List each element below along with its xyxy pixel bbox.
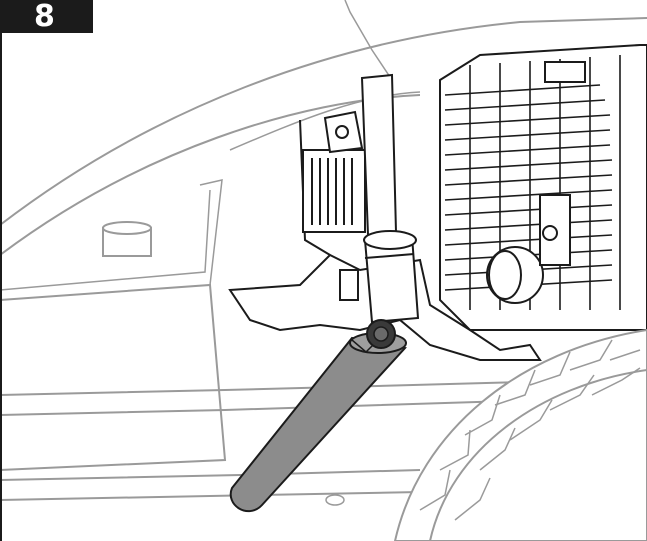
frame-rail-top — [0, 379, 601, 396]
step-number-badge: 8 — [0, 0, 93, 33]
frame-rail-mid — [0, 399, 541, 416]
hood-crease — [344, 0, 393, 81]
fender-edge — [229, 91, 421, 151]
engine-shroud — [439, 44, 647, 331]
voltage-regulator — [302, 110, 366, 233]
filter-canister — [486, 246, 544, 304]
frame-rail-bottom — [0, 469, 421, 481]
page-left-rule — [0, 33, 2, 541]
frame-fastener — [325, 494, 345, 506]
frame-rail-lower — [0, 491, 421, 501]
regulator-bolt — [339, 269, 359, 301]
bolt-icon — [366, 319, 396, 349]
wrench-handle-icon — [229, 332, 407, 513]
rear-tire — [393, 328, 647, 541]
battery — [0, 179, 227, 472]
engine-bolt — [542, 225, 558, 241]
body-panel-outline — [0, 17, 647, 226]
step-number: 8 — [34, 0, 55, 34]
steering-column — [360, 73, 420, 324]
